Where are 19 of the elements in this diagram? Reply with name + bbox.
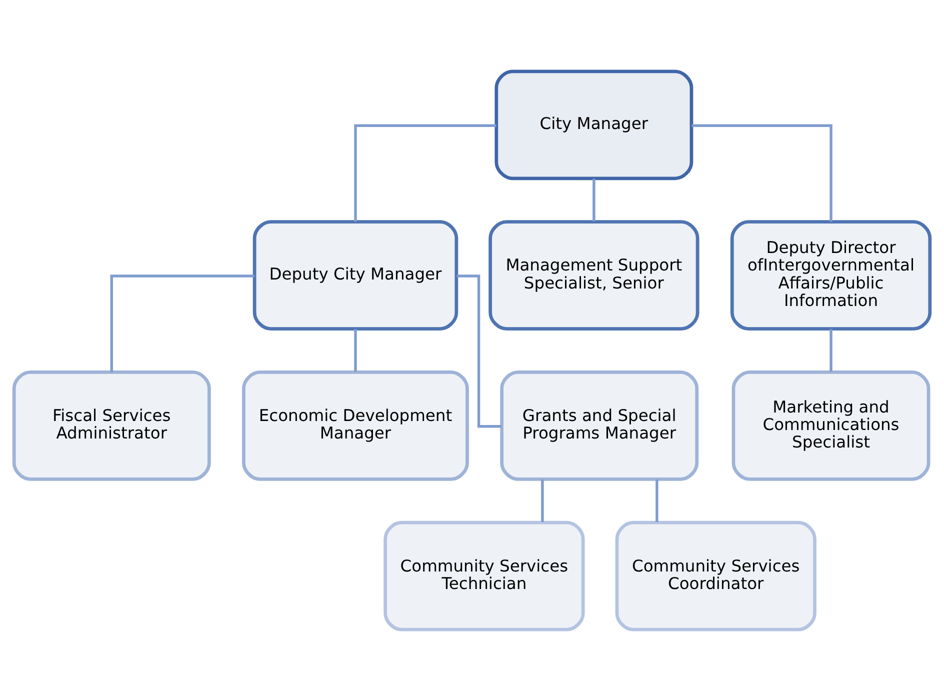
connector xyxy=(456,274,502,428)
connector xyxy=(592,178,596,221)
connector xyxy=(541,479,544,522)
node-box: Community Services Coordinator xyxy=(615,520,816,631)
node-box: Economic Development Manager xyxy=(242,370,469,480)
node-box: Management Support Specialist, Senior xyxy=(488,220,700,330)
node-box: Marketing and Communications Specialist xyxy=(732,370,930,480)
node-box: Fiscal Services Administrator xyxy=(12,370,211,480)
node-box: City Manager xyxy=(494,69,694,180)
connector xyxy=(110,274,255,372)
node-box: Deputy City Manager xyxy=(252,220,458,330)
connector xyxy=(830,328,832,372)
node-box: Deputy Director ofIntergovernmental Affairs/Public Information xyxy=(730,220,932,330)
connector xyxy=(354,124,496,222)
connector xyxy=(656,479,658,522)
connector xyxy=(354,328,357,372)
connector xyxy=(692,124,832,222)
node-box: Community Services Technician xyxy=(384,520,585,631)
node-box: Grants and Special Programs Manager xyxy=(500,370,699,480)
